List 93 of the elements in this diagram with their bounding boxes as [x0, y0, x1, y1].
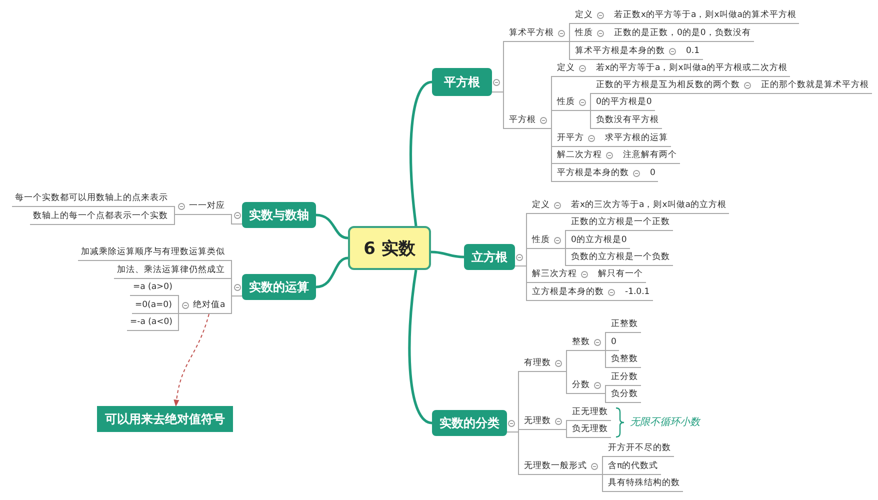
topic-label: 性质	[554, 95, 578, 111]
topic-label: 若正数x的平方等于a，则x叫做a的算术平方根	[611, 8, 800, 24]
relationship-arrow	[174, 314, 210, 407]
topic-label: 负数的立方根是一个负数	[568, 250, 673, 266]
topic-label: 定义	[529, 198, 553, 214]
floating-topic-box: 可以用来去绝对值符号	[97, 406, 233, 432]
connector-line	[174, 313, 190, 331]
topic-box: 实数与数轴	[242, 202, 316, 228]
topic-label: 求平方根的运算	[602, 131, 671, 147]
topic-label: 0	[647, 166, 658, 182]
topic-label: 负数没有平方根	[593, 113, 662, 129]
connector-line	[592, 350, 608, 368]
connector-line	[552, 213, 568, 214]
topic-label: 正数的平方根是互为相反数的两个数	[593, 78, 743, 94]
topic-box: 平方根	[432, 68, 492, 96]
connector-line	[580, 282, 596, 283]
connector-line	[590, 474, 606, 492]
topic-label: 若x的平方等于a，则x叫做a的平方根或二次方根	[593, 61, 790, 77]
topic-label: 解只有一个	[595, 267, 646, 283]
branch-connector	[410, 80, 432, 226]
topic-label: =0(a=0)	[132, 298, 175, 314]
connector-line	[578, 110, 594, 129]
topic-label: 含π的代数式	[605, 459, 662, 475]
connector-line	[596, 23, 612, 24]
connector-line	[578, 76, 594, 77]
topic-label: 正无理数	[569, 405, 611, 421]
topic-label: =a (a>0)	[130, 280, 176, 296]
topic-label: 0	[608, 335, 620, 351]
connector-line	[170, 214, 186, 225]
topic-label: 加法、乘法运算律仍然成立	[114, 263, 228, 279]
topic-label: 正数的立方根是一个正数	[568, 215, 673, 231]
connector-line	[228, 214, 242, 224]
topic-label: 性质	[529, 233, 553, 249]
topic-label: 负整数	[608, 352, 641, 368]
branch-connector	[316, 214, 348, 240]
connector-line	[668, 59, 684, 60]
branch-connector	[430, 250, 464, 258]
connector-line	[606, 300, 622, 301]
topic-label: 负分数	[608, 387, 641, 403]
topic-label: 平方根	[506, 113, 539, 129]
topic-label: 解三次方程	[529, 267, 580, 283]
topic-label: 定义	[554, 61, 578, 77]
topic-label: 有理数	[521, 356, 554, 372]
topic-label: 无理数一般形式	[521, 459, 590, 475]
topic-label: 算术平方根	[506, 26, 557, 42]
topic-label: 定义	[572, 8, 596, 24]
connector-line	[742, 93, 758, 94]
topic-label: 正分数	[608, 370, 641, 386]
connector-line	[514, 266, 530, 301]
central-topic-box: 6 实数	[348, 226, 431, 270]
topic-label: 解二次方程	[554, 148, 605, 164]
topic-label: 注意解有两个	[620, 148, 680, 164]
branch-connector	[316, 256, 348, 288]
topic-box: 实数的运算	[242, 274, 316, 300]
topic-label: 数轴上的每一个点都表示一个实数	[30, 209, 171, 225]
topic-label: 一一对应	[186, 199, 228, 215]
topic-label: 开平方	[554, 131, 587, 147]
summary-text: 无限不循环小数	[630, 416, 700, 430]
topic-label: 整数	[569, 335, 593, 351]
topic-label: 正数的是正数，0的是0，负数没有	[611, 26, 754, 42]
topic-label: 性质	[572, 26, 596, 42]
topic-label: 负无理数	[569, 422, 611, 438]
topic-label: 平方根是本身的数	[554, 166, 632, 182]
topic-label: 每一个实数都可以用数轴上的点来表示	[12, 191, 171, 207]
topic-label: 开方开不尽的数	[605, 441, 674, 457]
topic-label: 加减乘除运算顺序与有理数运算类似	[78, 245, 228, 261]
connector-line	[552, 248, 568, 266]
branch-connector	[408, 270, 432, 424]
topic-label: 正的那个数就是算术平方根	[758, 78, 872, 94]
topic-label: 具有特殊结构的数	[605, 476, 683, 492]
topic-label: 无理数	[521, 414, 554, 430]
topic-label: -1.0.1	[622, 285, 653, 301]
topic-label: =-a (a<0)	[127, 315, 176, 331]
topic-label: 绝对值a	[190, 298, 228, 314]
connector-line	[556, 41, 572, 60]
topic-label: 0的平方根是0	[593, 95, 655, 111]
connector-line	[632, 181, 648, 182]
connector-line	[538, 128, 554, 182]
connector-line	[228, 296, 242, 314]
topic-label: 若x的三次方等于a，则x叫做a的立方根	[568, 198, 730, 214]
topic-label: 分数	[569, 378, 593, 394]
topic-box: 立方根	[464, 244, 515, 270]
connector-line	[554, 371, 570, 394]
connector-line	[596, 41, 612, 42]
connector-line	[586, 146, 602, 147]
topic-label: 立方根是本身的数	[529, 285, 607, 301]
topic-box: 实数的分类	[432, 410, 507, 436]
topic-label: 0.1	[683, 44, 703, 60]
connector-line	[592, 393, 608, 403]
topic-label: 0的立方根是0	[568, 233, 630, 249]
connector-line	[604, 163, 620, 164]
topic-label: 算术平方根是本身的数	[572, 44, 668, 60]
topic-label: 正整数	[608, 317, 641, 333]
